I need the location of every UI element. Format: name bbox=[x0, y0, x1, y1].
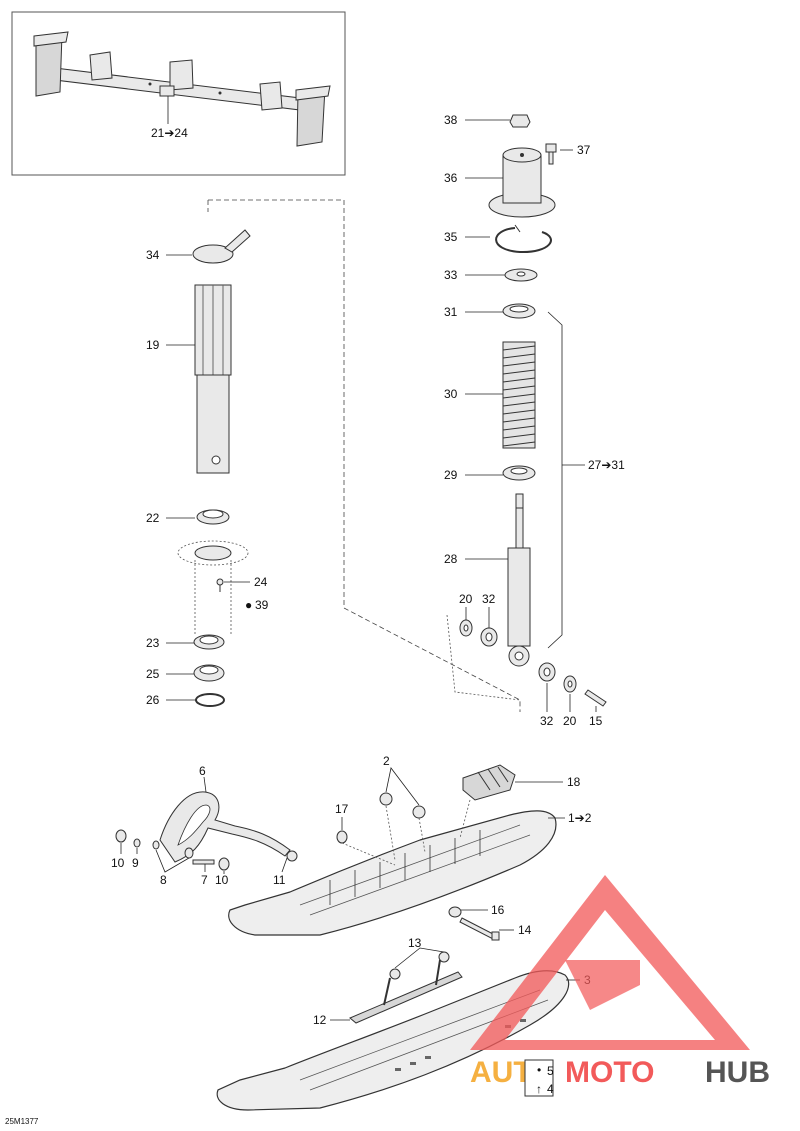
part-25-bushing bbox=[193, 664, 225, 682]
part-32-bushing-left bbox=[480, 627, 498, 647]
callout-39: 39 bbox=[255, 598, 269, 612]
callout-27-31: 27➔31 bbox=[588, 458, 625, 472]
part-19-spindle bbox=[194, 284, 232, 474]
part-8-washers bbox=[152, 840, 194, 859]
callout-32-bottom: 32 bbox=[540, 714, 554, 728]
part-13-nuts bbox=[389, 951, 450, 980]
part-31-spring-seat bbox=[502, 303, 536, 319]
note-box bbox=[524, 1059, 554, 1097]
callout-38: 38 bbox=[444, 113, 458, 127]
part-33-washer bbox=[504, 268, 538, 282]
part-30-spring bbox=[502, 341, 536, 449]
callout-31: 31 bbox=[444, 305, 458, 319]
part-7-bolt bbox=[192, 859, 215, 865]
callout-18: 18 bbox=[567, 775, 581, 789]
part-16-washer bbox=[448, 906, 462, 918]
callout-33: 33 bbox=[444, 268, 458, 282]
callout-37: 37 bbox=[577, 143, 591, 157]
callout-26: 26 bbox=[146, 693, 160, 707]
part-1-ski bbox=[228, 799, 557, 936]
part-37-bolt bbox=[545, 143, 557, 165]
part-35-clip bbox=[495, 224, 552, 254]
part-38-nut bbox=[509, 114, 531, 128]
assembly-path-line bbox=[208, 199, 521, 712]
callout-10-left: 10 bbox=[111, 856, 125, 870]
callout-17: 17 bbox=[335, 802, 349, 816]
callout-12: 12 bbox=[313, 1013, 327, 1027]
part-20-washer-right bbox=[563, 675, 577, 693]
callout-7: 7 bbox=[201, 873, 208, 887]
part-9-washer bbox=[133, 838, 141, 848]
callout-9: 9 bbox=[132, 856, 139, 870]
callout-8: 8 bbox=[160, 873, 167, 887]
part-15-pin bbox=[584, 689, 607, 707]
callout-25: 25 bbox=[146, 667, 160, 681]
part-20-washer-left bbox=[459, 619, 473, 637]
callout-13: 13 bbox=[408, 936, 422, 950]
part-28-shock bbox=[507, 493, 531, 667]
part-10-bushing-left bbox=[115, 829, 127, 843]
part-17-nut bbox=[336, 830, 348, 844]
callout-28: 28 bbox=[444, 552, 458, 566]
part-29-seat bbox=[502, 465, 536, 481]
callout-6: 6 bbox=[199, 764, 206, 778]
callout-24: 24 bbox=[254, 575, 268, 589]
callout-34: 34 bbox=[146, 248, 160, 262]
axle-assembly bbox=[33, 31, 331, 147]
callout-1-2: 1➔2 bbox=[568, 811, 592, 825]
watermark-logo bbox=[470, 875, 750, 1050]
part-32-bushing-right bbox=[538, 662, 556, 682]
part-2-bushings bbox=[379, 792, 426, 819]
callout-23: 23 bbox=[146, 636, 160, 650]
callout-10-right: 10 bbox=[215, 873, 229, 887]
watermark-text-moto: MOTO bbox=[565, 1056, 654, 1089]
watermark-triangle-icon bbox=[470, 875, 750, 1050]
callout-21-24: 21➔24 bbox=[151, 126, 188, 140]
part-22-bushing bbox=[196, 509, 230, 525]
assembly-path-dotted bbox=[446, 614, 521, 701]
callout-35: 35 bbox=[444, 230, 458, 244]
part-36-upper-mount bbox=[488, 147, 556, 218]
drop-icon: ● bbox=[245, 598, 252, 612]
watermark-text-hub: HUB bbox=[705, 1056, 770, 1089]
ski-leg-housing-dotted bbox=[177, 540, 249, 635]
callout-20-top: 20 bbox=[459, 592, 473, 606]
part-6-handle-loop bbox=[159, 791, 291, 863]
callout-11: 11 bbox=[273, 873, 286, 887]
callout-36: 36 bbox=[444, 171, 458, 185]
callout-14: 14 bbox=[518, 923, 532, 937]
bracket-27-31 bbox=[547, 311, 563, 649]
callout-2: 2 bbox=[383, 754, 390, 768]
callout-19: 19 bbox=[146, 338, 160, 352]
callout-32-top: 32 bbox=[482, 592, 496, 606]
drawing-id: 25M1377 bbox=[5, 1117, 39, 1126]
part-24-screw bbox=[216, 578, 224, 592]
callout-4: 4 bbox=[547, 1082, 554, 1096]
callout-29: 29 bbox=[444, 468, 458, 482]
callout-30: 30 bbox=[444, 387, 458, 401]
part-12-runner bbox=[349, 959, 463, 1024]
part-34-ring bbox=[192, 229, 251, 264]
callout-16: 16 bbox=[491, 903, 505, 917]
part-11-nut bbox=[286, 850, 298, 862]
part-14-bolt bbox=[459, 917, 500, 941]
inset-frame bbox=[11, 11, 346, 176]
part-10-bushing-right bbox=[218, 857, 230, 871]
part-23-bushing bbox=[193, 634, 225, 650]
part-18-wear-pad bbox=[462, 764, 516, 801]
part-26-circlip bbox=[195, 693, 225, 707]
callout-20-bottom: 20 bbox=[563, 714, 577, 728]
small-pin-icon: ↑ bbox=[536, 1082, 542, 1096]
callout-5: 5 bbox=[547, 1064, 554, 1078]
callout-22: 22 bbox=[146, 511, 160, 525]
small-dot-icon: • bbox=[537, 1063, 541, 1077]
callout-15: 15 bbox=[589, 714, 603, 728]
